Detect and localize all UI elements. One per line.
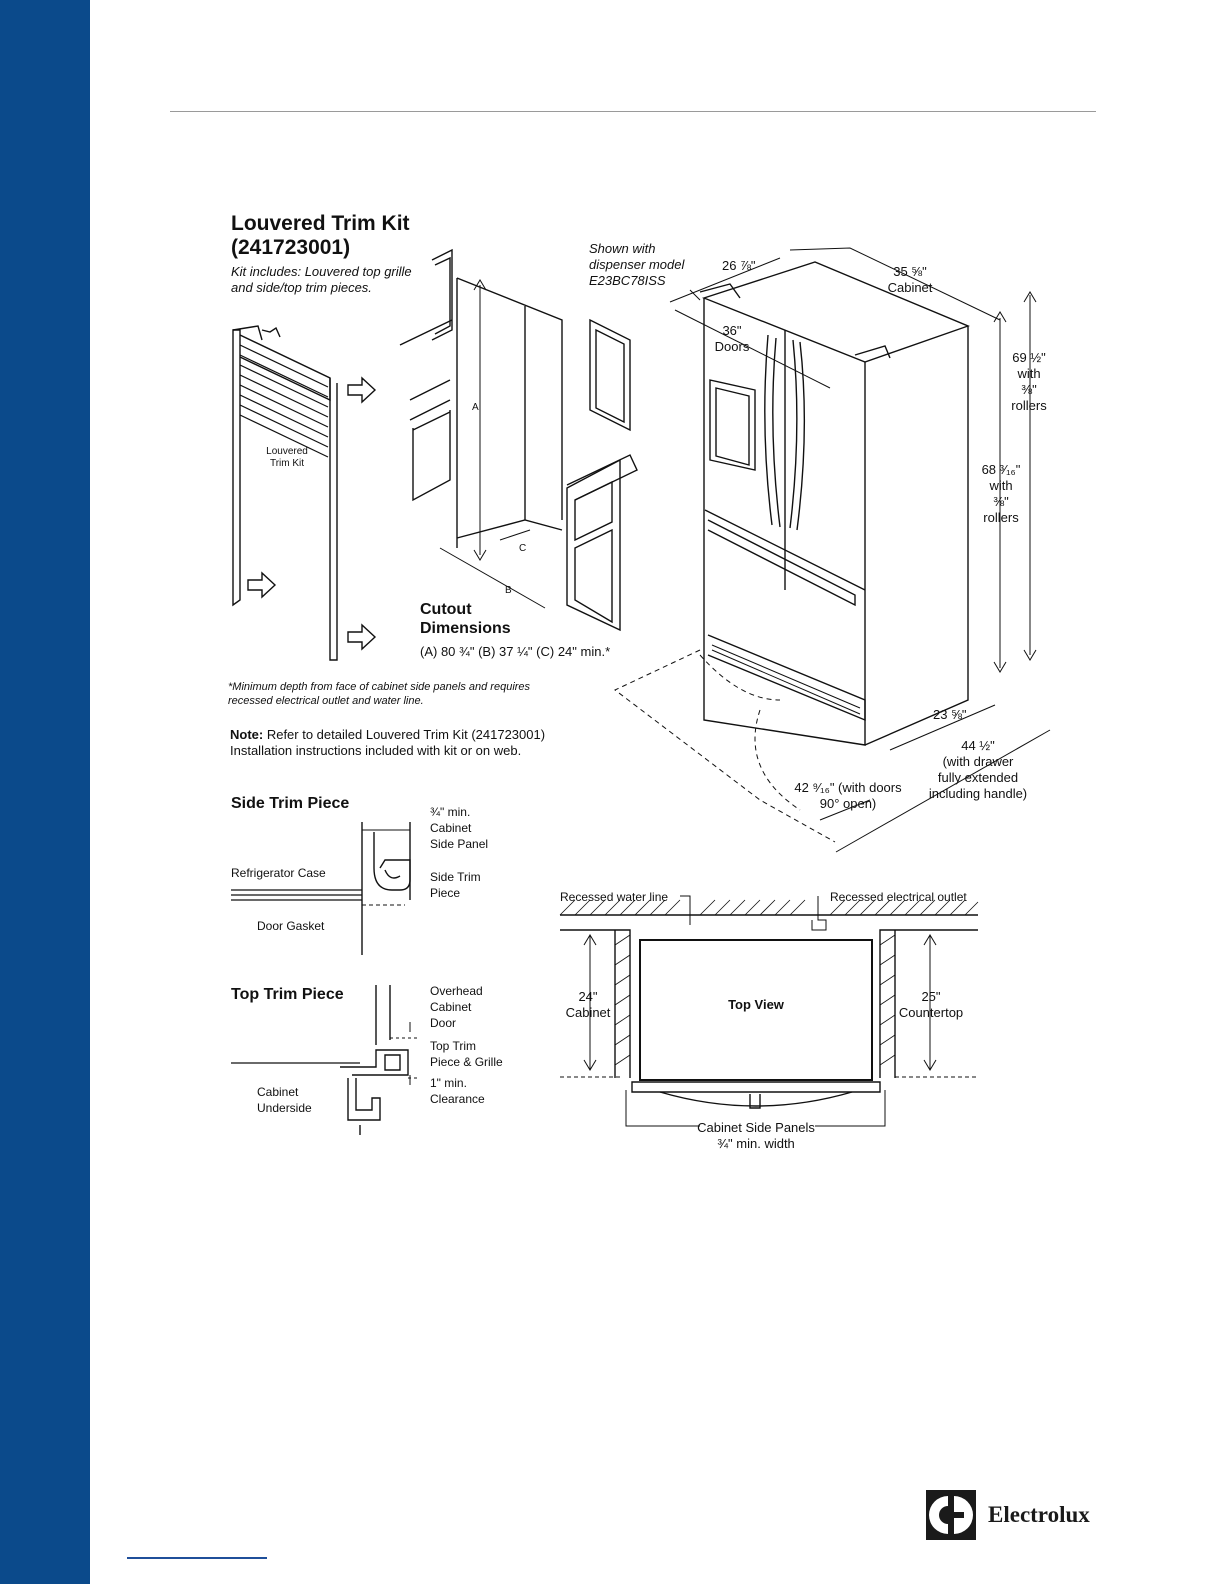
min-depth-note: *Minimum depth from face of cabinet side…: [228, 681, 531, 707]
panel-label: Louvered Trim Kit: [262, 446, 312, 470]
water-line-label: Recessed water line: [560, 890, 669, 904]
note-line-1: Refer to detailed Louvered Trim Kit (241…: [263, 727, 546, 742]
dim-doors-2: Doors: [714, 339, 750, 354]
refrigerator-case-label: Refrigerator Case: [231, 866, 326, 880]
cutout-dimensions: (A) 80 ¾" (B) 37 ¼" (C) 24" min.*: [420, 644, 611, 659]
countertop-depth-label: 25" Countertop: [896, 989, 966, 1021]
top-divider: [170, 111, 1096, 112]
dim-height-68: 68 ³⁄₁₆" with ⅜" rollers: [975, 462, 1027, 526]
clearance-1: 1" min.: [430, 1076, 467, 1090]
side-trim-title: Side Trim Piece: [231, 795, 350, 812]
cutout-label-b: B: [505, 585, 512, 596]
dim-height-69-3: ⅜": [1021, 382, 1037, 397]
cutout-label-a: A: [472, 402, 479, 413]
cabinet-depth-label: 24" Cabinet: [560, 989, 616, 1021]
dim-height-69-4: rollers: [1011, 398, 1047, 413]
dim-drawer-2: (with drawer: [942, 754, 1014, 769]
electrical-outlet-label: Recessed electrical outlet: [830, 890, 967, 904]
dim-doors-open-1: 42 ⁹⁄₁₆" (with doors: [794, 780, 902, 795]
countertop-1: 25": [921, 989, 941, 1004]
overhead-1: Overhead: [430, 984, 483, 998]
side-panels-2: ¾" min. width: [717, 1136, 795, 1151]
side-trim-min-2: Cabinet: [430, 821, 472, 835]
shown-with-note: Shown with dispenser model E23BC78ISS: [589, 241, 685, 288]
electrolux-logo: Electrolux: [926, 1490, 1090, 1540]
dim-doors-1: 36": [722, 323, 742, 338]
kit-title: Louvered Trim Kit (241723001): [231, 212, 451, 260]
dim-cabinet-width-1: 35 ⅝": [893, 264, 927, 279]
kit-part-number: (241723001): [231, 236, 351, 259]
top-trim-title: Top Trim Piece: [231, 986, 344, 1003]
side-trim-detail: [231, 822, 411, 955]
kit-includes: Kit includes: Louvered top grille and si…: [231, 264, 412, 295]
dim-height-68-3: ⅜": [993, 494, 1009, 509]
side-trim-min-1: ¾" min.: [430, 805, 471, 819]
underside-2: Underside: [257, 1101, 312, 1115]
panel-label-1: Louvered: [266, 446, 308, 457]
dim-height-68-1: 68 ³⁄₁₆": [981, 462, 1021, 477]
side-trim-piece-1: Side Trim: [430, 870, 481, 884]
dim-cabinet-width-2: Cabinet: [887, 280, 933, 295]
dim-drawer-extended: 44 ½" (with drawer fully extended includ…: [920, 738, 1036, 802]
dim-drawer-4: including handle): [928, 786, 1028, 801]
panel-label-2: Trim Kit: [269, 458, 305, 469]
dim-height-68-2: with: [989, 478, 1013, 493]
louvered-panel-illustration: [232, 325, 377, 661]
side-trim-piece-label: Side Trim Piece: [430, 869, 481, 901]
clearance-2: Clearance: [430, 1092, 485, 1106]
brand-name: Electrolux: [988, 1502, 1090, 1527]
cabinet-underside-label: Cabinet Underside: [257, 1084, 312, 1116]
dim-height-69-1: 69 ½": [1012, 350, 1046, 365]
side-trim-min-3: Side Panel: [430, 837, 489, 851]
cabinet-depth-1: 24": [578, 989, 598, 1004]
top-trim-detail: [231, 985, 420, 1135]
dim-doors-open: 42 ⁹⁄₁₆" (with doors 90° open): [788, 780, 908, 812]
electrolux-logo-icon: [926, 1490, 976, 1540]
dim-height-68-4: rollers: [983, 510, 1019, 525]
note-label: Note:: [230, 727, 264, 742]
grille-2: Piece & Grille: [430, 1055, 503, 1069]
cutout-illustration: [399, 248, 638, 632]
countertop-2: Countertop: [898, 1005, 964, 1020]
top-view-illustration: [559, 895, 979, 1127]
dim-depth-top: 26 ⅞": [722, 258, 756, 273]
dim-height-69: 69 ½" with ⅜" rollers: [1004, 350, 1054, 414]
dim-drawer-1: 44 ½": [961, 738, 995, 753]
underside-1: Cabinet: [257, 1085, 299, 1099]
side-trim-min: ¾" min. Cabinet Side Panel: [430, 804, 488, 852]
note-line-2: Installation instructions included with …: [230, 743, 522, 758]
top-view-title: Top View: [728, 997, 784, 1012]
dim-height-69-2: with: [1017, 366, 1041, 381]
dim-doors: 36" Doors: [708, 323, 756, 355]
dim-drawer-3: fully extended: [937, 770, 1019, 785]
install-note: Note: Refer to detailed Louvered Trim Ki…: [230, 727, 545, 759]
bottom-link-rule: [127, 1557, 267, 1559]
overhead-2: Cabinet: [430, 1000, 472, 1014]
grille-1: Top Trim: [430, 1039, 477, 1053]
cabinet-depth-2: Cabinet: [565, 1005, 611, 1020]
side-panels-1: Cabinet Side Panels: [697, 1120, 815, 1135]
kit-title-text: Louvered Trim Kit: [231, 212, 410, 235]
overhead-door-label: Overhead Cabinet Door: [430, 983, 483, 1031]
top-trim-grille-label: Top Trim Piece & Grille: [430, 1038, 503, 1070]
side-panels-label: Cabinet Side Panels ¾" min. width: [686, 1120, 826, 1152]
dim-depth-23: 23 ⅝": [933, 707, 967, 722]
door-gasket-label: Door Gasket: [257, 919, 325, 933]
cutout-title: Cutout Dimensions: [420, 601, 511, 637]
brand-sidebar: [0, 0, 90, 1584]
fridge-illustration: [614, 247, 1051, 853]
overhead-3: Door: [430, 1016, 457, 1030]
cutout-label-c: C: [519, 543, 527, 554]
side-trim-piece-2: Piece: [430, 886, 461, 900]
clearance-label: 1" min. Clearance: [430, 1075, 485, 1107]
dim-doors-open-2: 90° open): [819, 796, 877, 811]
dim-cabinet-width: 35 ⅝" Cabinet: [880, 264, 940, 296]
